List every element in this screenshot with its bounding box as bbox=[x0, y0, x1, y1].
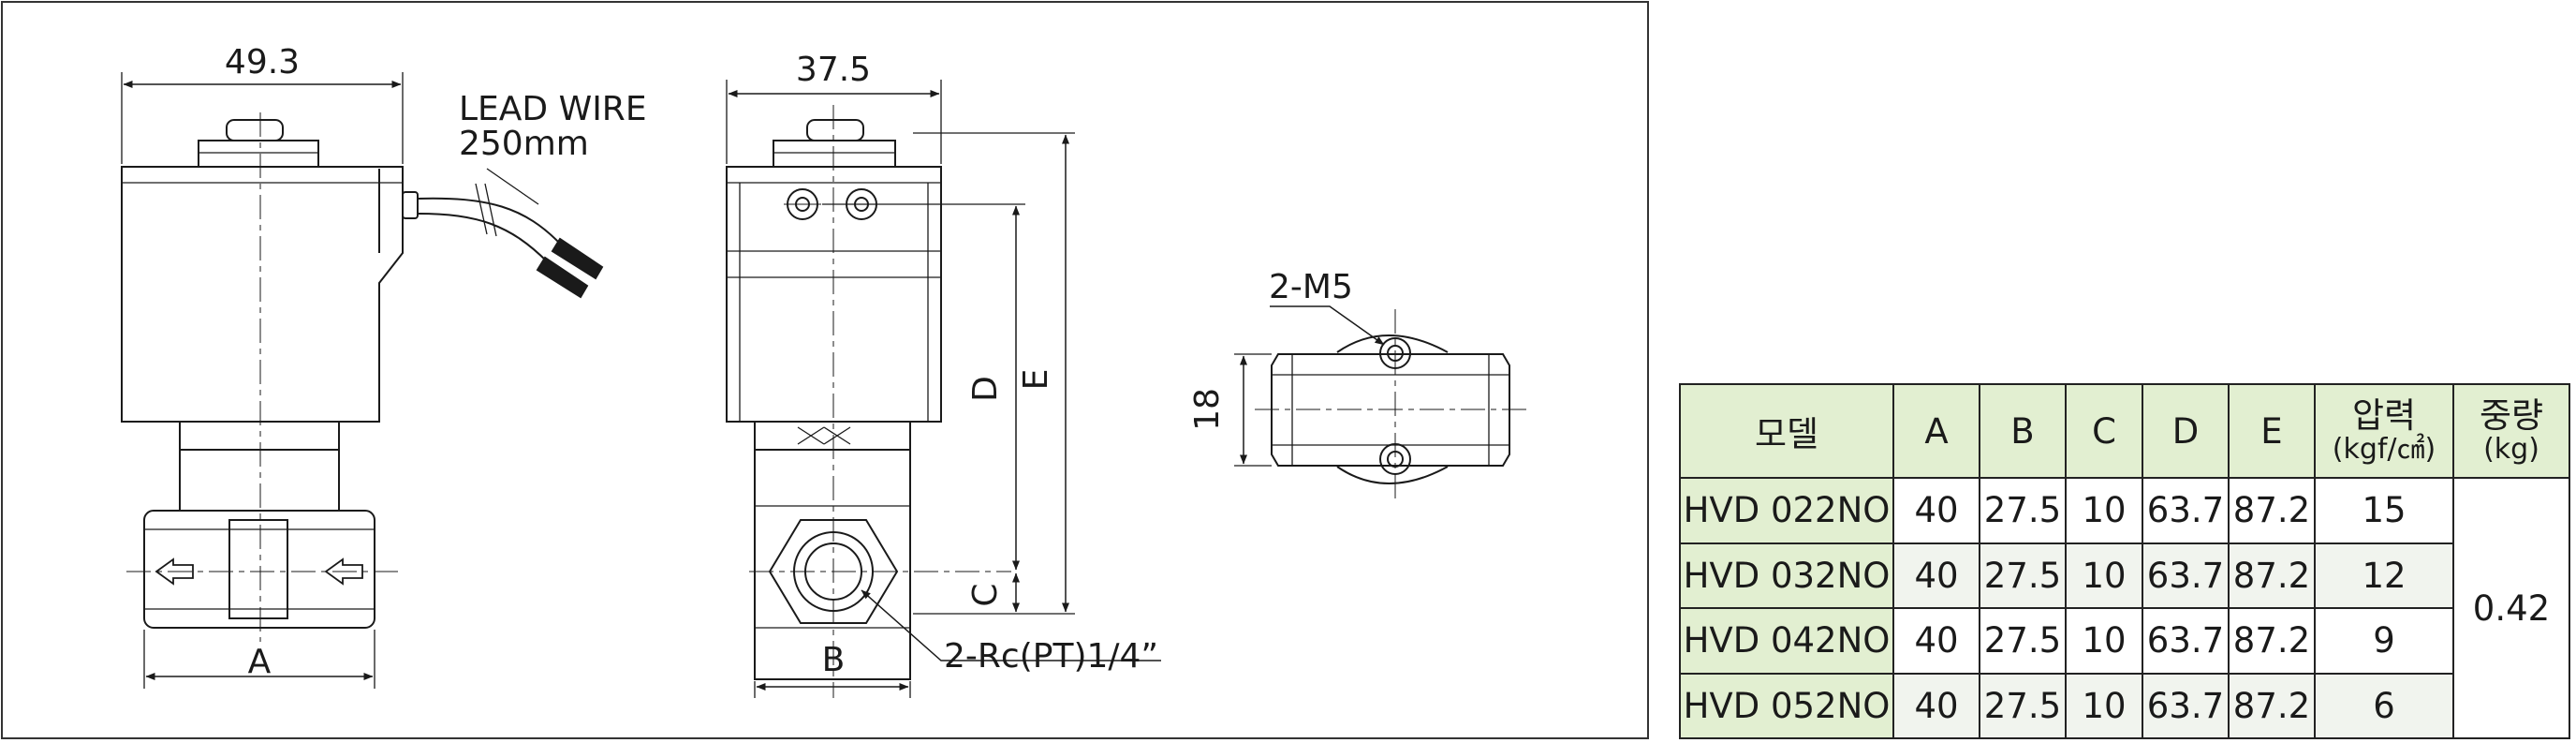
lead-wire-length: 250mm bbox=[459, 125, 589, 163]
table-row: HVD 052NO 40 27.5 10 63.7 87.2 6 bbox=[1679, 672, 2569, 739]
header-weight-unit: (kg) bbox=[2483, 432, 2539, 466]
header-c: C bbox=[2065, 383, 2143, 479]
cell-c: 10 bbox=[2065, 477, 2143, 544]
drawing-frame bbox=[1, 1, 1649, 739]
header-weight-label: 중량 bbox=[2479, 394, 2544, 436]
table-row: HVD 042NO 40 27.5 10 63.7 87.2 9 bbox=[1679, 607, 2569, 675]
cell-b: 27.5 bbox=[1979, 607, 2067, 675]
cell-e: 87.2 bbox=[2228, 607, 2316, 675]
mount-label: 2-M5 bbox=[1269, 268, 1353, 306]
height-dim: 18 bbox=[1188, 388, 1227, 431]
cell-a: 40 bbox=[1892, 542, 1980, 609]
cell-model: HVD 042NO bbox=[1679, 607, 1894, 675]
spec-table: 모델 A B C D E 압력 (kgf/㎠) 중량 (kg) HVD 022N… bbox=[1679, 383, 2570, 739]
dim-b-label: B bbox=[822, 641, 846, 679]
cell-c: 10 bbox=[2065, 542, 2143, 609]
cell-a: 40 bbox=[1892, 477, 1980, 544]
side-view bbox=[726, 80, 1161, 698]
cell-pressure: 9 bbox=[2314, 607, 2454, 675]
table-row: HVD 022NO 40 27.5 10 63.7 87.2 15 0.42 bbox=[1679, 477, 2570, 739]
dim-e-label: E bbox=[1017, 369, 1055, 391]
cell-b: 27.5 bbox=[1979, 672, 2067, 739]
cell-c: 10 bbox=[2065, 672, 2143, 739]
header-weight: 중량 (kg) bbox=[2452, 383, 2570, 479]
port-label: 2-Rc(PT)1/4” bbox=[944, 637, 1158, 676]
header-e: E bbox=[2228, 383, 2316, 479]
cell-pressure: 15 bbox=[2314, 477, 2454, 544]
cell-d: 63.7 bbox=[2142, 477, 2230, 544]
cell-d: 63.7 bbox=[2142, 542, 2230, 609]
cell-model: HVD 052NO bbox=[1679, 672, 1894, 739]
header-d: D bbox=[2142, 383, 2230, 479]
cell-model: HVD 032NO bbox=[1679, 542, 1894, 609]
dim-d-label: D bbox=[966, 376, 1005, 402]
front-width-dim: 49.3 bbox=[225, 43, 300, 82]
table-header-row: 모델 A B C D E 압력 (kgf/㎠) 중량 (kg) bbox=[1679, 383, 2570, 479]
cell-b: 27.5 bbox=[1979, 477, 2067, 544]
header-model: 모델 bbox=[1679, 383, 1894, 479]
dim-c-label: C bbox=[966, 583, 1005, 606]
cell-e: 87.2 bbox=[2228, 477, 2316, 544]
header-b: B bbox=[1979, 383, 2067, 479]
cell-a: 40 bbox=[1892, 607, 1980, 675]
cell-model: HVD 022NO bbox=[1679, 477, 1894, 544]
front-view bbox=[121, 72, 604, 689]
cell-pressure: 12 bbox=[2314, 542, 2454, 609]
cell-c: 10 bbox=[2065, 607, 2143, 675]
dim-a-label: A bbox=[248, 643, 272, 681]
side-width-dim: 37.5 bbox=[796, 51, 871, 89]
header-pressure: 압력 (kgf/㎠) bbox=[2314, 383, 2454, 479]
cell-e: 87.2 bbox=[2228, 672, 2316, 739]
cell-pressure: 6 bbox=[2314, 672, 2454, 739]
header-pressure-unit: (kgf/㎠) bbox=[2332, 432, 2436, 466]
bottom-view bbox=[1234, 305, 1531, 501]
cell-d: 63.7 bbox=[2142, 607, 2230, 675]
header-pressure-label: 압력 bbox=[2351, 394, 2417, 436]
header-a: A bbox=[1892, 383, 1980, 479]
cell-d: 63.7 bbox=[2142, 672, 2230, 739]
cell-b: 27.5 bbox=[1979, 542, 2067, 609]
cell-a: 40 bbox=[1892, 672, 1980, 739]
cell-e: 87.2 bbox=[2228, 542, 2316, 609]
lead-wire-label: LEAD WIRE bbox=[459, 90, 647, 128]
cell-weight: 0.42 bbox=[2452, 477, 2570, 739]
technical-drawing: 49.3 LEAD WIRE 250mm A bbox=[1, 1, 1649, 739]
table-row: HVD 032NO 40 27.5 10 63.7 87.2 12 bbox=[1679, 542, 2569, 609]
